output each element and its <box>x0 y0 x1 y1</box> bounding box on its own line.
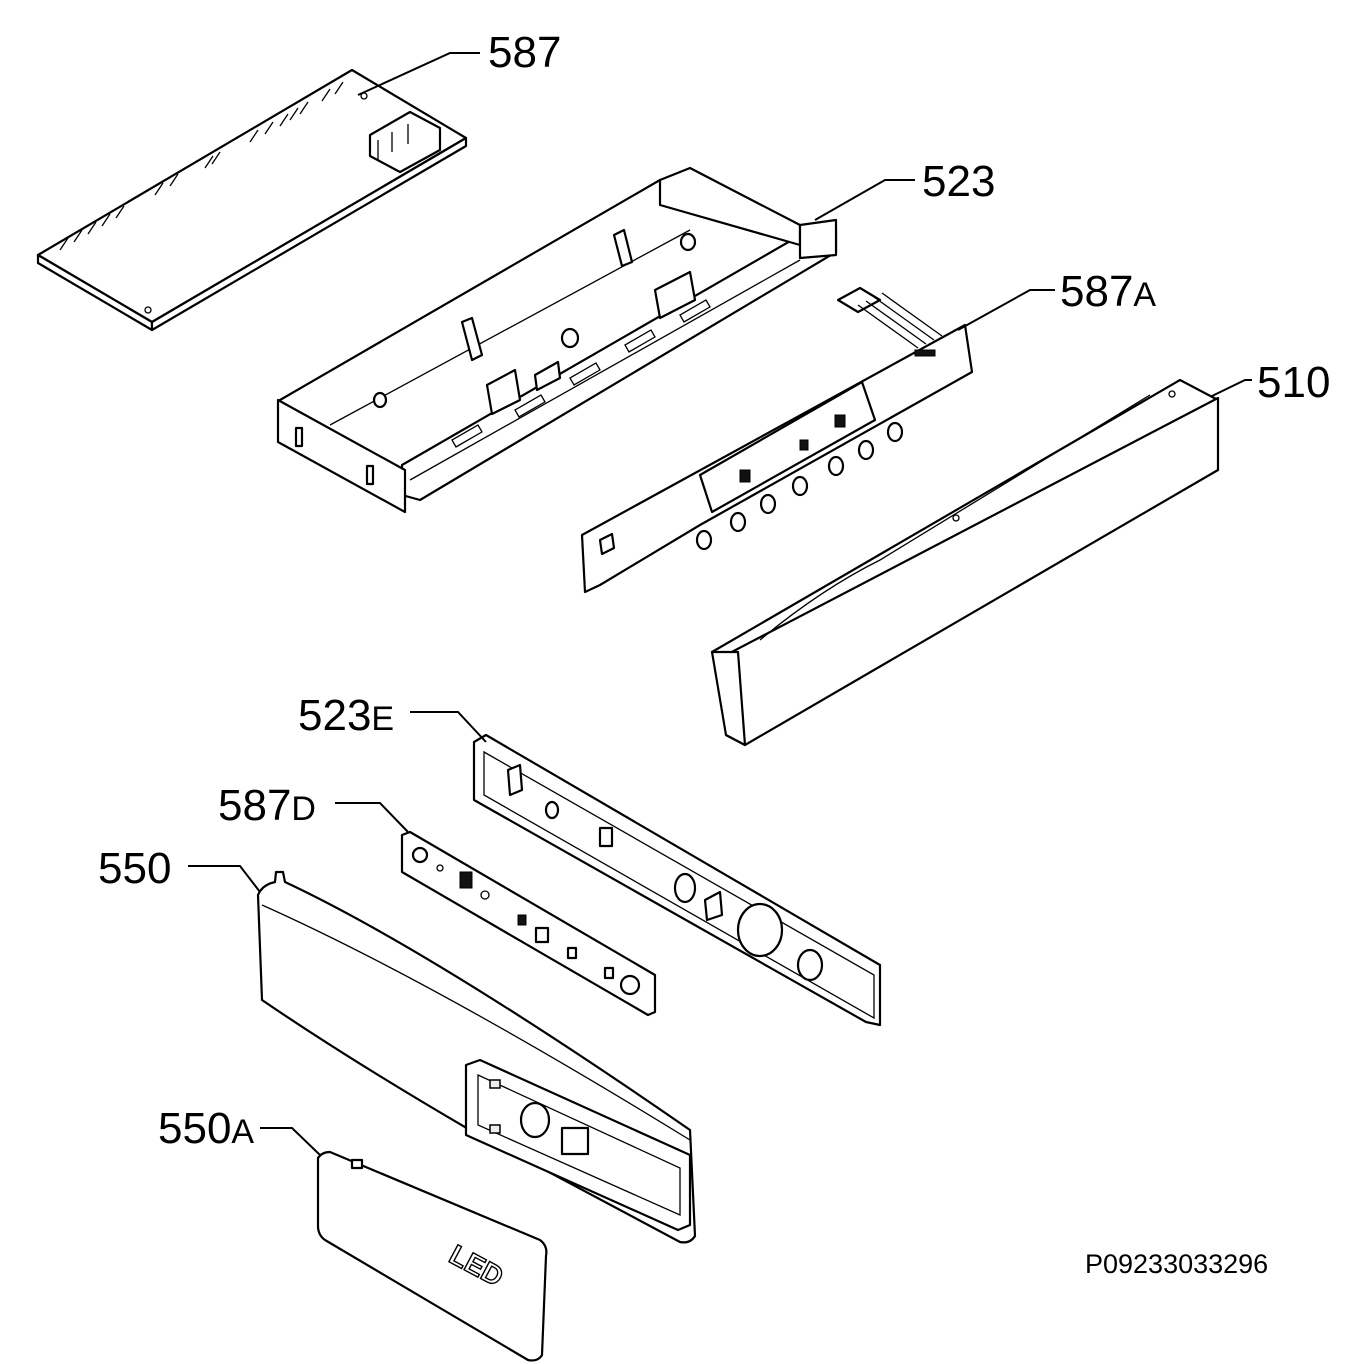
label-523: 523 <box>922 157 995 206</box>
part-587-circuit-board <box>36 68 468 332</box>
part-587A-control-board <box>580 286 974 594</box>
label-523E: 523E <box>298 691 394 740</box>
label-587D: 587D <box>218 781 316 830</box>
label-510: 510 <box>1257 358 1330 407</box>
part-523E-display-frame <box>472 733 882 1027</box>
part-550-display-cover <box>256 870 697 1244</box>
part-510-front-cover <box>710 378 1220 747</box>
label-587A: 587A <box>1060 267 1156 316</box>
part-523-housing-tray <box>276 166 838 514</box>
part-labels: 587 523 587A 510 523E 587D 550 550A P092… <box>98 28 1330 1279</box>
label-550A: 550A <box>158 1104 254 1153</box>
reference-code: P09233033296 <box>1085 1249 1268 1279</box>
label-587: 587 <box>488 28 561 77</box>
leader-lines <box>188 52 1252 1156</box>
part-587D-display-board <box>400 830 657 1017</box>
part-550A-led-cap: LED <box>316 1150 548 1362</box>
label-550: 550 <box>98 844 171 893</box>
